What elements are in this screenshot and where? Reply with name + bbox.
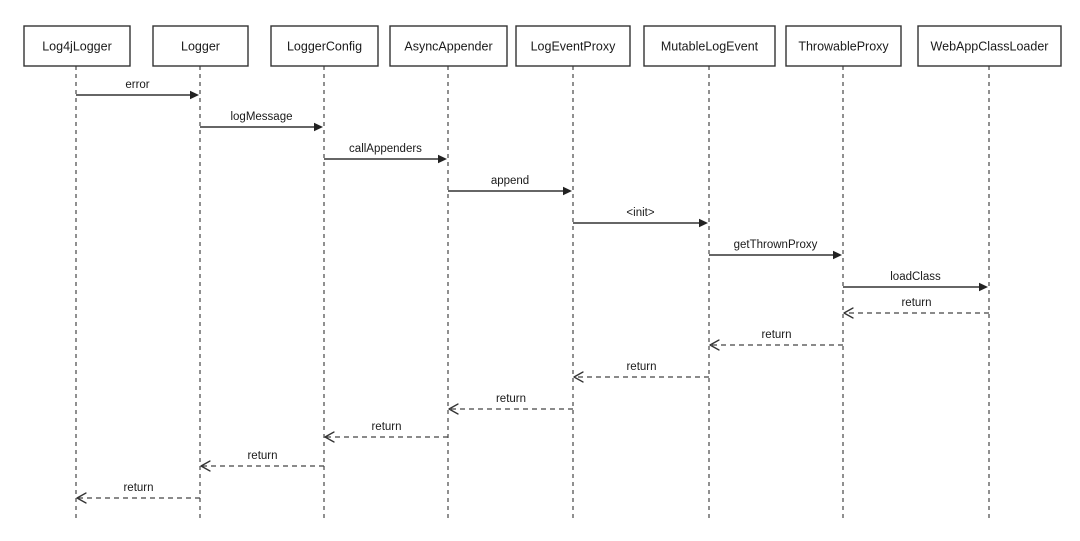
message-call-6[interactable]: loadClass [843, 271, 988, 292]
participant-box-rect [917, 25, 1062, 67]
message-label: loadClass [890, 271, 941, 283]
arrowhead-filled-icon [979, 282, 988, 292]
message-label: callAppenders [349, 143, 422, 155]
message-return-7[interactable]: return [843, 297, 989, 319]
message-label: return [247, 450, 277, 462]
arrowhead-filled-icon [699, 218, 708, 228]
message-label: return [761, 329, 791, 341]
participant-label: Logger [181, 39, 220, 53]
arrowhead-filled-icon [314, 122, 323, 132]
message-label: logMessage [230, 111, 292, 123]
participant-logger[interactable]: Logger [152, 25, 249, 67]
message-label: append [491, 175, 529, 187]
message-label: getThrownProxy [734, 239, 818, 251]
participant-box-rect [643, 25, 776, 67]
participant-throwableproxy[interactable]: ThrowableProxy [785, 25, 902, 67]
participant-label: WebAppClassLoader [931, 39, 1049, 53]
participant-webappclassloader[interactable]: WebAppClassLoader [917, 25, 1062, 67]
arrowhead-filled-icon [833, 250, 842, 260]
participant-label: AsyncAppender [404, 39, 492, 53]
arrowhead-filled-icon [438, 154, 447, 164]
message-call-0[interactable]: error [76, 79, 199, 100]
participant-box-rect [23, 25, 131, 67]
message-label: return [123, 482, 153, 494]
message-return-10[interactable]: return [448, 393, 573, 415]
message-call-1[interactable]: logMessage [200, 111, 323, 132]
message-label: return [901, 297, 931, 309]
participant-box-rect [389, 25, 508, 67]
message-call-5[interactable]: getThrownProxy [709, 239, 842, 260]
participant-label: LoggerConfig [287, 39, 362, 53]
participant-label: LogEventProxy [531, 39, 617, 53]
participant-box-rect [515, 25, 631, 67]
lifelines-layer [75, 66, 990, 522]
participant-box-rect [785, 25, 902, 67]
message-return-12[interactable]: return [200, 450, 324, 472]
message-label: return [496, 393, 526, 405]
message-label: <init> [626, 207, 654, 219]
message-label: error [125, 79, 149, 91]
participant-label: Log4jLogger [42, 39, 112, 53]
participant-loggerconfig[interactable]: LoggerConfig [270, 25, 379, 67]
participant-box-rect [270, 25, 379, 67]
participant-box-rect [152, 25, 249, 67]
arrowhead-open-icon [709, 339, 720, 351]
arrowhead-open-icon [200, 460, 211, 472]
message-call-4[interactable]: <init> [573, 207, 708, 228]
message-call-2[interactable]: callAppenders [324, 143, 447, 164]
arrowhead-open-icon [843, 307, 854, 319]
message-return-13[interactable]: return [76, 482, 200, 504]
participant-log4jlogger[interactable]: Log4jLogger [23, 25, 131, 67]
participant-label: MutableLogEvent [661, 39, 759, 53]
message-return-11[interactable]: return [324, 421, 448, 443]
message-label: return [371, 421, 401, 433]
arrowhead-open-icon [573, 371, 584, 383]
participant-label: ThrowableProxy [798, 39, 889, 53]
arrowhead-filled-icon [190, 90, 199, 100]
participant-logeventproxy[interactable]: LogEventProxy [515, 25, 631, 67]
arrowhead-open-icon [448, 403, 459, 415]
message-return-8[interactable]: return [709, 329, 843, 351]
arrowhead-filled-icon [563, 186, 572, 196]
participant-asyncappender[interactable]: AsyncAppender [389, 25, 508, 67]
messages-layer: error logMessage callAppenders append <init>… [76, 79, 989, 504]
message-call-3[interactable]: append [448, 175, 572, 196]
participant-mutablelogevent[interactable]: MutableLogEvent [643, 25, 776, 67]
message-return-9[interactable]: return [573, 361, 709, 383]
arrowhead-open-icon [76, 492, 87, 504]
message-label: return [626, 361, 656, 373]
participants-layer: Log4jLogger Logger LoggerConfig AsyncAppend… [23, 25, 1062, 67]
arrowhead-open-icon [324, 431, 335, 443]
